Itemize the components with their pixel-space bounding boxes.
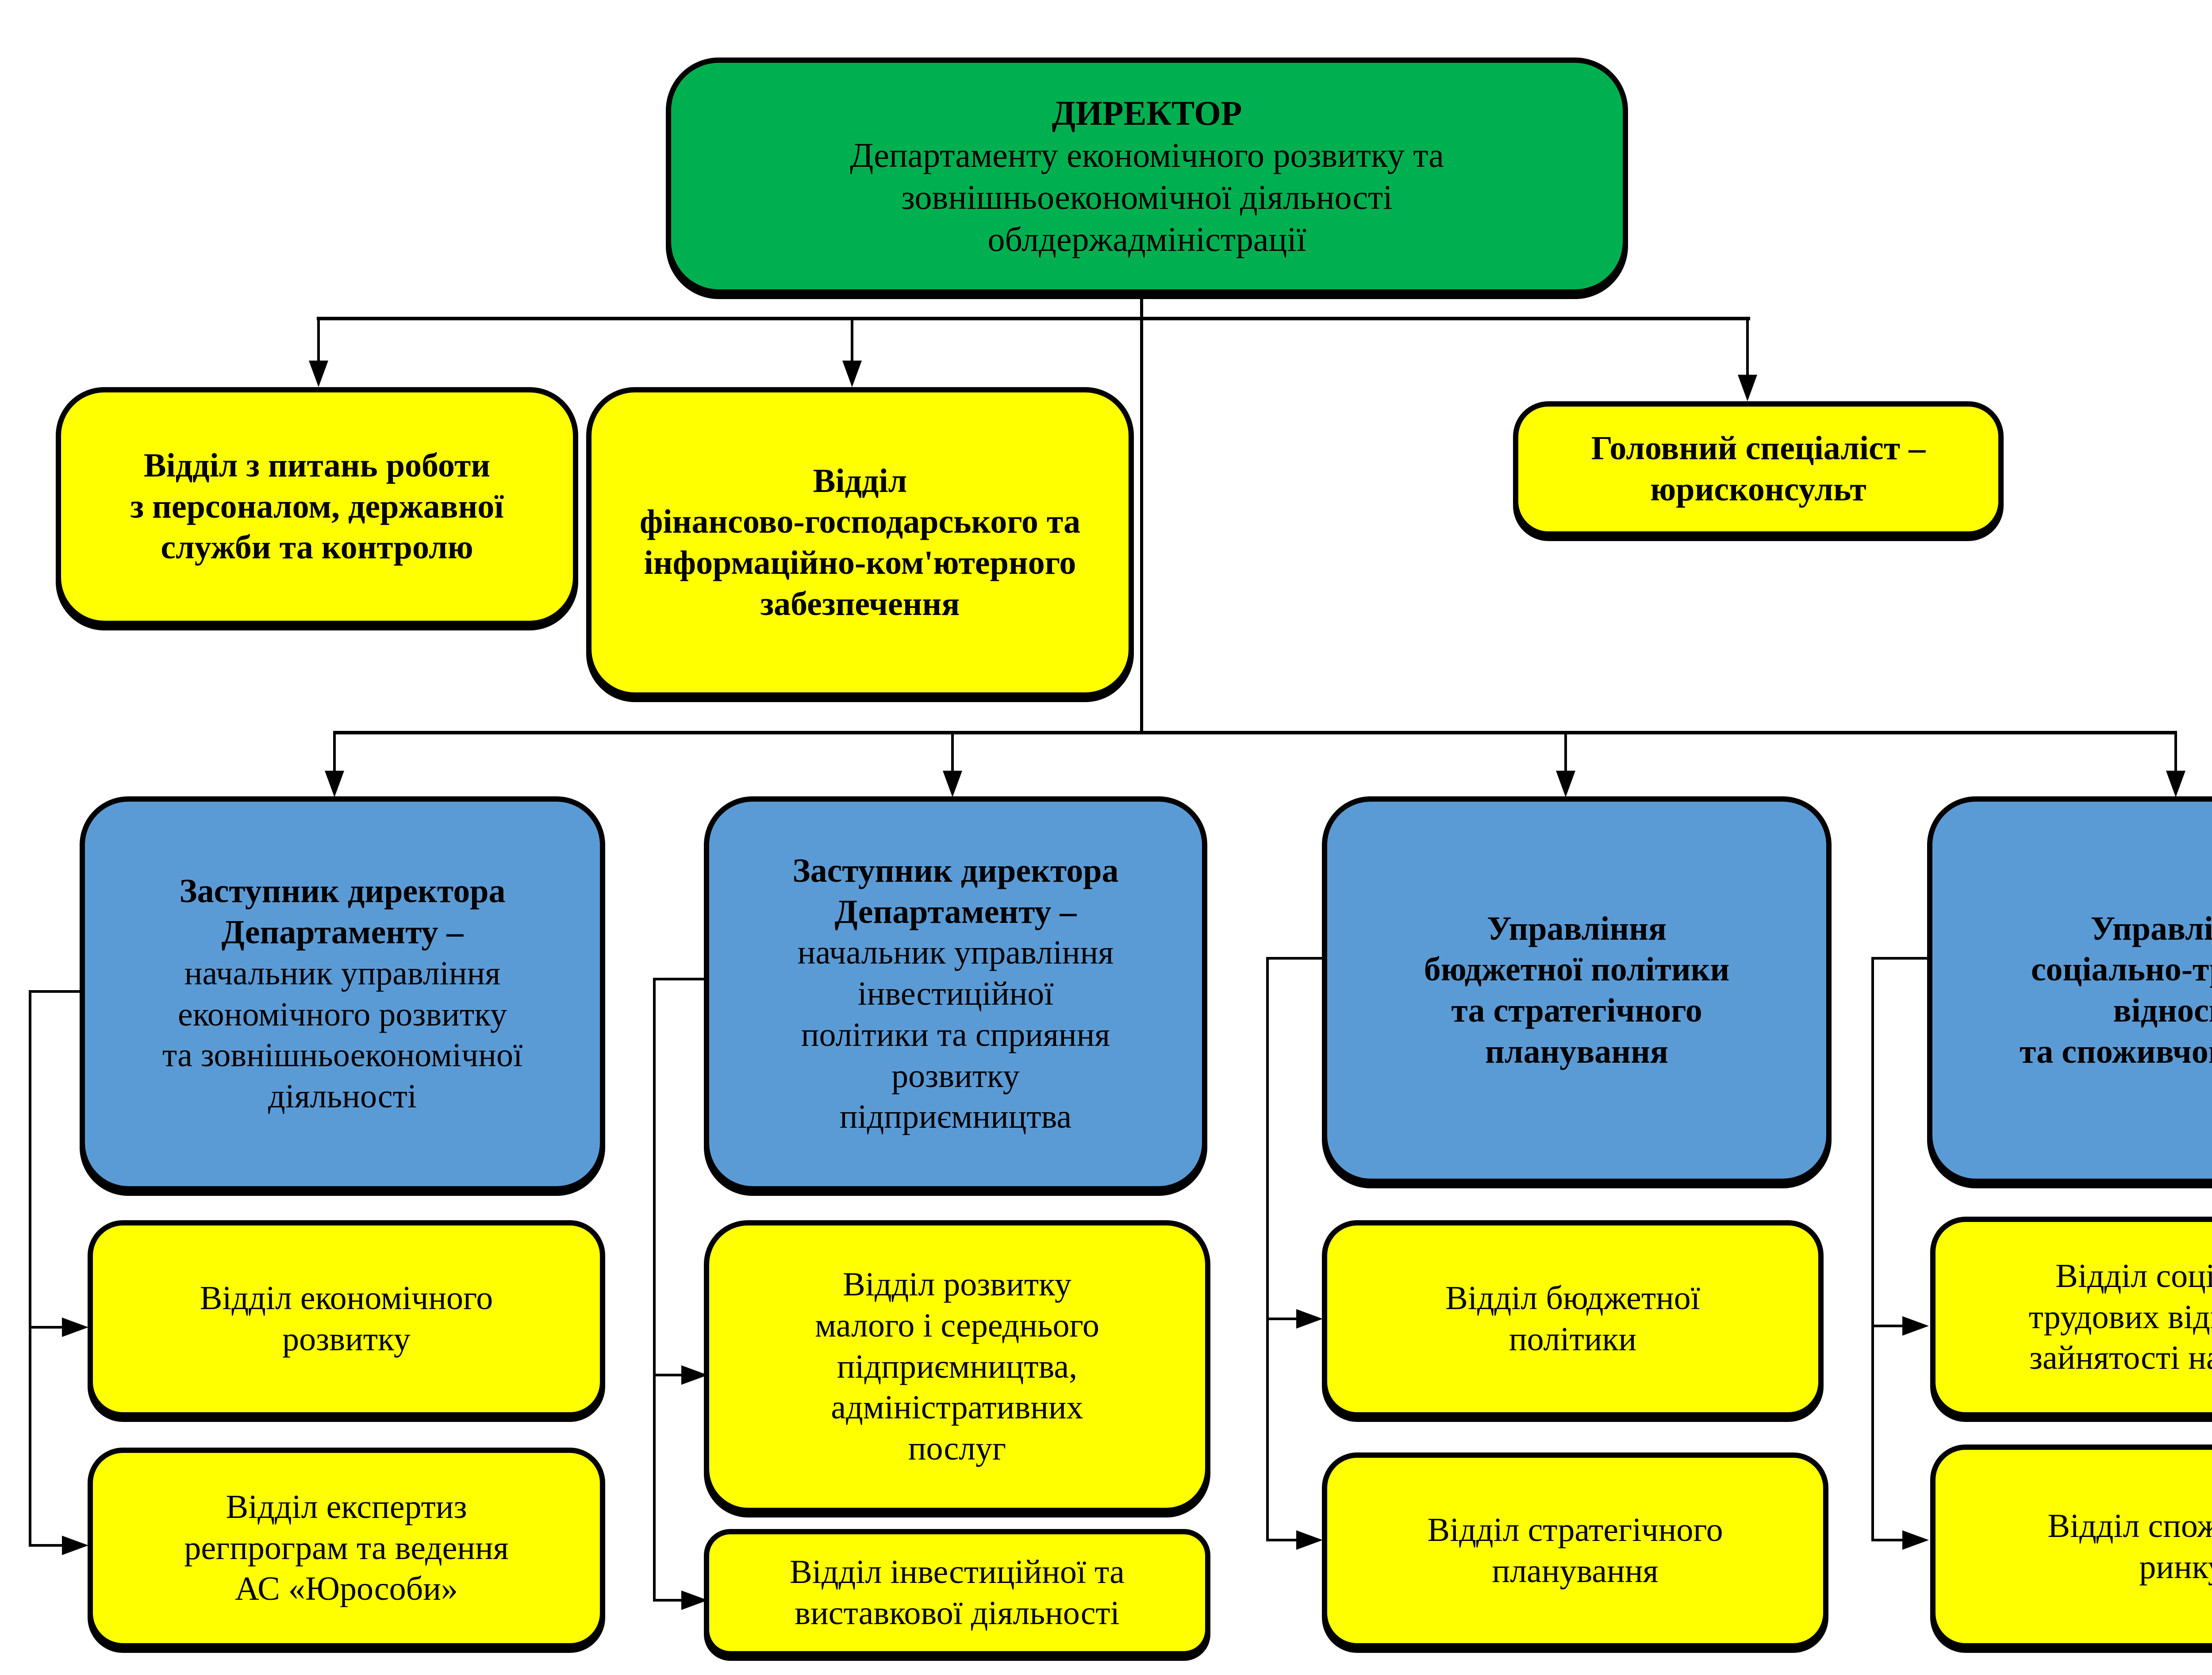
connector-to-department (29, 1544, 64, 1547)
bracket-horizontal (29, 990, 80, 993)
arrow-right-icon (1902, 1316, 1929, 1336)
arrow-down-icon (1738, 375, 1757, 401)
department-label: Відділ бюджетної політики (1445, 1279, 1700, 1358)
finance-department-label: Відділ фінансово-господарського та інфор… (639, 462, 1081, 622)
department-label: Відділ споживчого ринку (2047, 1507, 2212, 1586)
legal-specialist-label: Головний спеціаліст – юрисконсульт (1591, 430, 1926, 508)
hr-department-box: Відділ з питань роботи з персоналом, дер… (56, 387, 578, 626)
department-box: Відділ експертиз регпрограм та ведення А… (88, 1448, 605, 1648)
director-text: ДИРЕКТОР Департаменту економічного розви… (850, 92, 1444, 261)
management-text-3: Управління бюджетної політики та стратег… (1424, 908, 1730, 1072)
department-label: Відділ розвитку малого і середнього підп… (815, 1266, 1099, 1468)
connector-to-department (29, 1326, 64, 1329)
connector-lower-horizontal (333, 731, 2177, 734)
arrow-right-icon (62, 1536, 88, 1555)
bracket-vertical (653, 978, 656, 1602)
hr-department-label: Відділ з питань роботи з персоналом, дер… (130, 446, 504, 566)
connector-to-legal (1746, 317, 1749, 379)
connector-to-department (1266, 1318, 1302, 1320)
department-label: Відділ стратегічного планування (1427, 1511, 1723, 1590)
arrow-right-icon (1902, 1530, 1929, 1550)
bracket-horizontal (653, 978, 704, 980)
bracket-vertical (29, 990, 31, 1545)
department-box: Відділ соціально- трудових відносин та з… (1930, 1217, 2212, 1418)
management-box-4: Управління соціально-трудових відносин т… (1927, 796, 2212, 1184)
connector-to-department (1871, 1539, 1907, 1541)
management-text-1: Заступник директора Департаменту – начал… (162, 871, 522, 1117)
management-subtitle: начальник управління інвестиційної політ… (797, 934, 1114, 1136)
department-box: Відділ стратегічного планування (1322, 1452, 1828, 1648)
connector-top-horizontal (317, 317, 1750, 320)
connector-to-management-2 (951, 731, 954, 775)
arrow-right-icon (681, 1590, 708, 1610)
department-box: Відділ розвитку малого і середнього підп… (704, 1220, 1210, 1513)
management-box-3: Управління бюджетної політики та стратег… (1322, 796, 1832, 1184)
management-subtitle: начальник управління економічного розвит… (162, 954, 523, 1115)
department-label: Відділ експертиз регпрограм та ведення А… (184, 1488, 509, 1608)
connector-to-department (1266, 1539, 1302, 1541)
department-label: Відділ інвестиційної та виставкової діял… (790, 1553, 1125, 1632)
management-title: Управління бюджетної політики та стратег… (1424, 910, 1730, 1070)
director-box: ДИРЕКТОР Департаменту економічного розви… (666, 58, 1628, 295)
arrow-down-icon (309, 361, 328, 387)
connector-to-department (653, 1374, 688, 1376)
finance-department-box: Відділ фінансово-господарського та інфор… (586, 387, 1134, 698)
department-label: Відділ економічного розвитку (200, 1279, 493, 1358)
legal-specialist-box: Головний спеціаліст – юрисконсульт (1513, 401, 2004, 537)
connector-to-management-3 (1564, 731, 1567, 775)
bracket-horizontal (1871, 957, 1927, 960)
arrow-right-icon (1296, 1309, 1323, 1329)
arrow-down-icon (325, 771, 344, 797)
connector-to-management-1 (333, 731, 336, 775)
bracket-vertical (1266, 957, 1269, 1541)
management-box-2: Заступник директора Департаменту – начал… (704, 796, 1207, 1191)
arrow-down-icon (943, 771, 962, 797)
department-label: Відділ соціально- трудових відносин та з… (2028, 1257, 2212, 1377)
connector-to-department (653, 1599, 688, 1602)
connector-to-management-4 (2174, 731, 2177, 775)
department-box: Відділ споживчого ринку (1930, 1444, 2212, 1648)
arrow-down-icon (2166, 771, 2185, 797)
arrow-right-icon (681, 1365, 708, 1385)
connector-trunk (1140, 295, 1143, 734)
arrow-down-icon (842, 361, 862, 387)
connector-to-hr (317, 317, 320, 365)
department-box: Відділ економічного розвитку (88, 1220, 605, 1418)
director-subtitle: Департаменту економічного розвитку та зо… (850, 135, 1444, 259)
bracket-vertical (1871, 957, 1874, 1541)
department-box: Відділ бюджетної політики (1322, 1220, 1824, 1418)
department-box: Відділ інвестиційної та виставкової діял… (704, 1529, 1210, 1656)
arrow-right-icon (62, 1318, 88, 1337)
connector-to-department (1871, 1325, 1907, 1327)
management-title: Заступник директора Департаменту – (792, 852, 1119, 930)
arrow-right-icon (1296, 1530, 1323, 1550)
management-title: Заступник директора Департаменту – (179, 872, 506, 951)
management-text-2: Заступник директора Департаменту – начал… (793, 850, 1119, 1137)
director-title: ДИРЕКТОР (1052, 93, 1242, 132)
management-box-1: Заступник директора Департаменту – начал… (80, 796, 605, 1191)
connector-to-finance (851, 317, 853, 365)
bracket-horizontal (1266, 957, 1322, 960)
arrow-down-icon (1556, 771, 1575, 797)
management-text-4: Управління соціально-трудових відносин т… (2020, 908, 2212, 1072)
management-title: Управління соціально-трудових відносин т… (2020, 910, 2212, 1070)
